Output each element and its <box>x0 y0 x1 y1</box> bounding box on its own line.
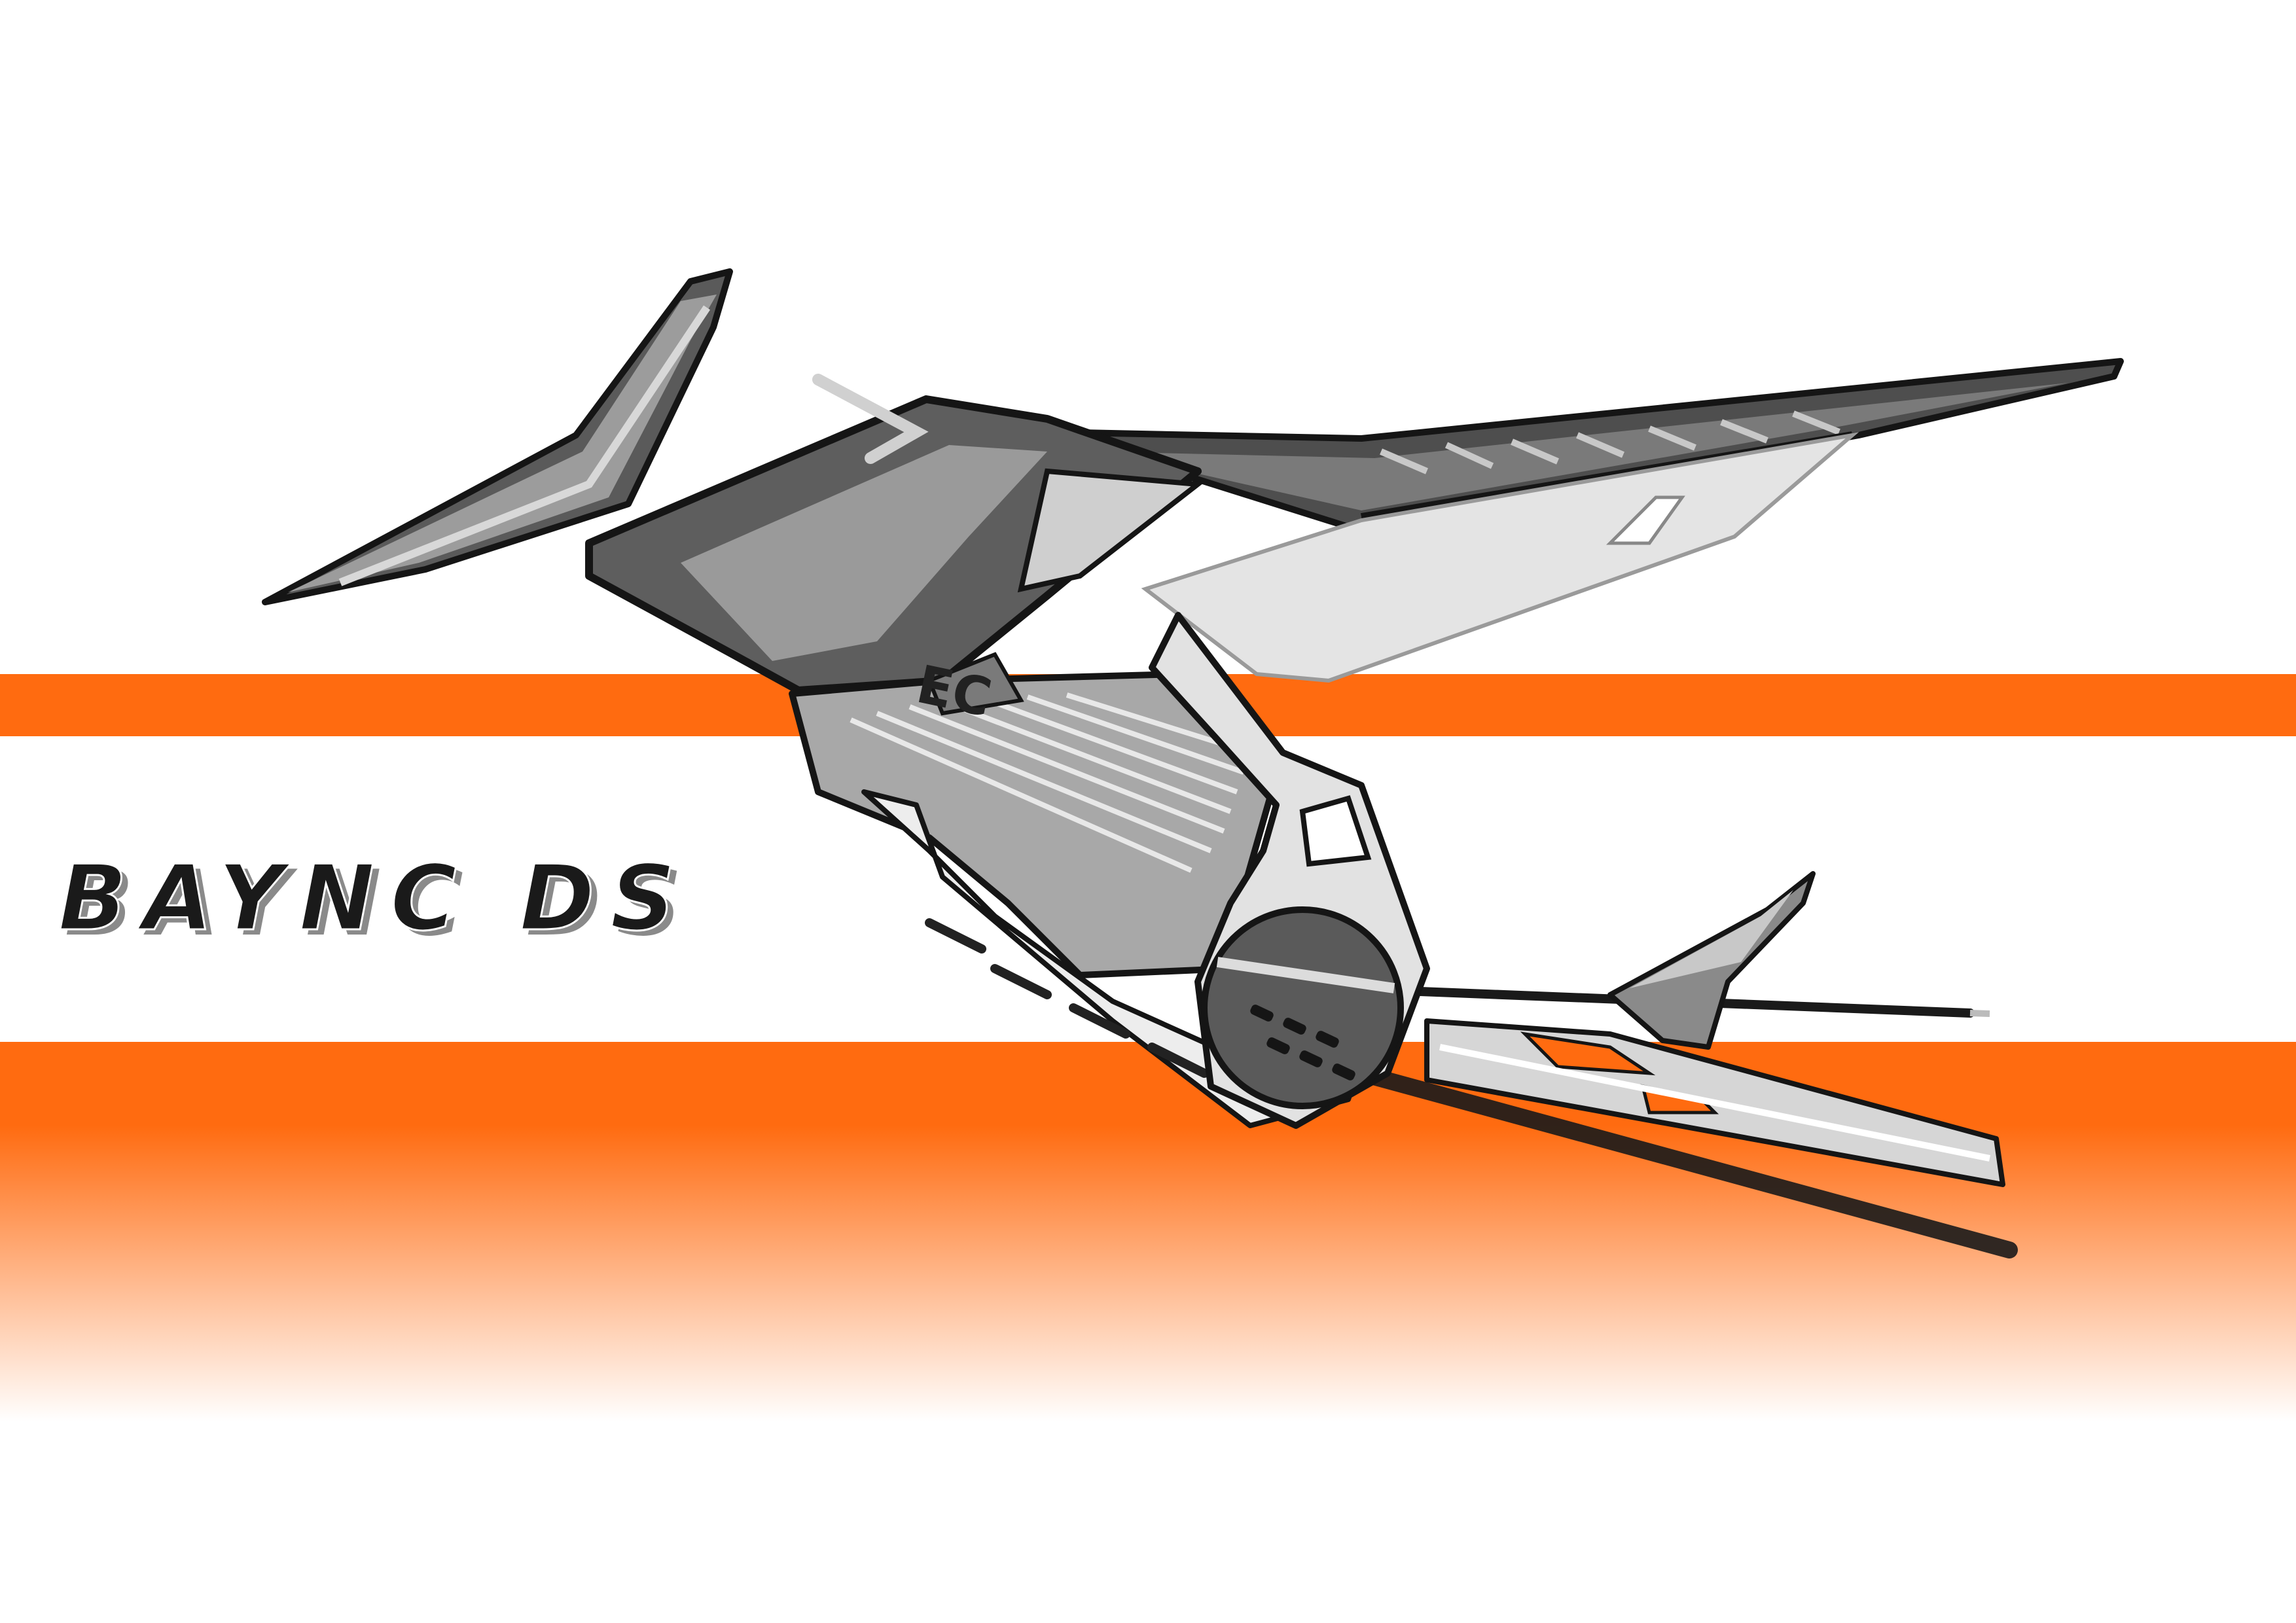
decal-text: EC <box>912 654 997 729</box>
wordmark-text: BAYNC DS <box>58 857 691 946</box>
sensor-vent-grille <box>1250 1005 1355 1080</box>
fuselage-side: EC <box>789 652 1286 978</box>
wordmark-shadow: BAYNC DS <box>65 857 698 946</box>
ground-shadow-line <box>1353 1065 2018 1258</box>
left-tail-fin <box>262 268 733 605</box>
right-stabilizer <box>1424 1018 2005 1187</box>
nose-cone <box>1149 612 1430 1129</box>
sensor-dome <box>1201 906 1404 1109</box>
brand-wordmark: BAYNC DS BAYNC DS <box>58 857 698 946</box>
right-lower-fin <box>1607 871 1816 1050</box>
canopy-shell <box>585 374 1205 694</box>
right-main-wing <box>1044 358 2124 683</box>
